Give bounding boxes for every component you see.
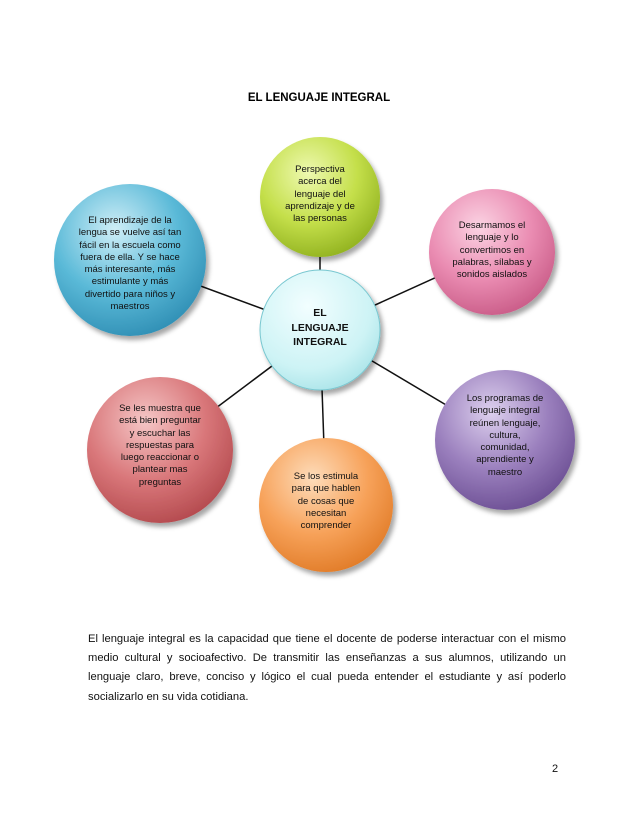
node-bottom-circle — [259, 438, 393, 572]
node-left-bottom-circle — [87, 377, 233, 523]
node-top-circle — [260, 137, 380, 257]
center-circle — [259, 269, 381, 391]
node-right-top-circle — [429, 189, 555, 315]
node-left-top-circle — [54, 184, 206, 336]
body-paragraph: El lenguaje integral es la capacidad que… — [88, 633, 566, 703]
page-number: 2 — [552, 763, 559, 775]
concept-map-diagram — [54, 137, 575, 572]
node-right-bottom-circle — [435, 370, 575, 510]
page-title: EL LENGUAJE INTEGRAL — [247, 92, 391, 104]
